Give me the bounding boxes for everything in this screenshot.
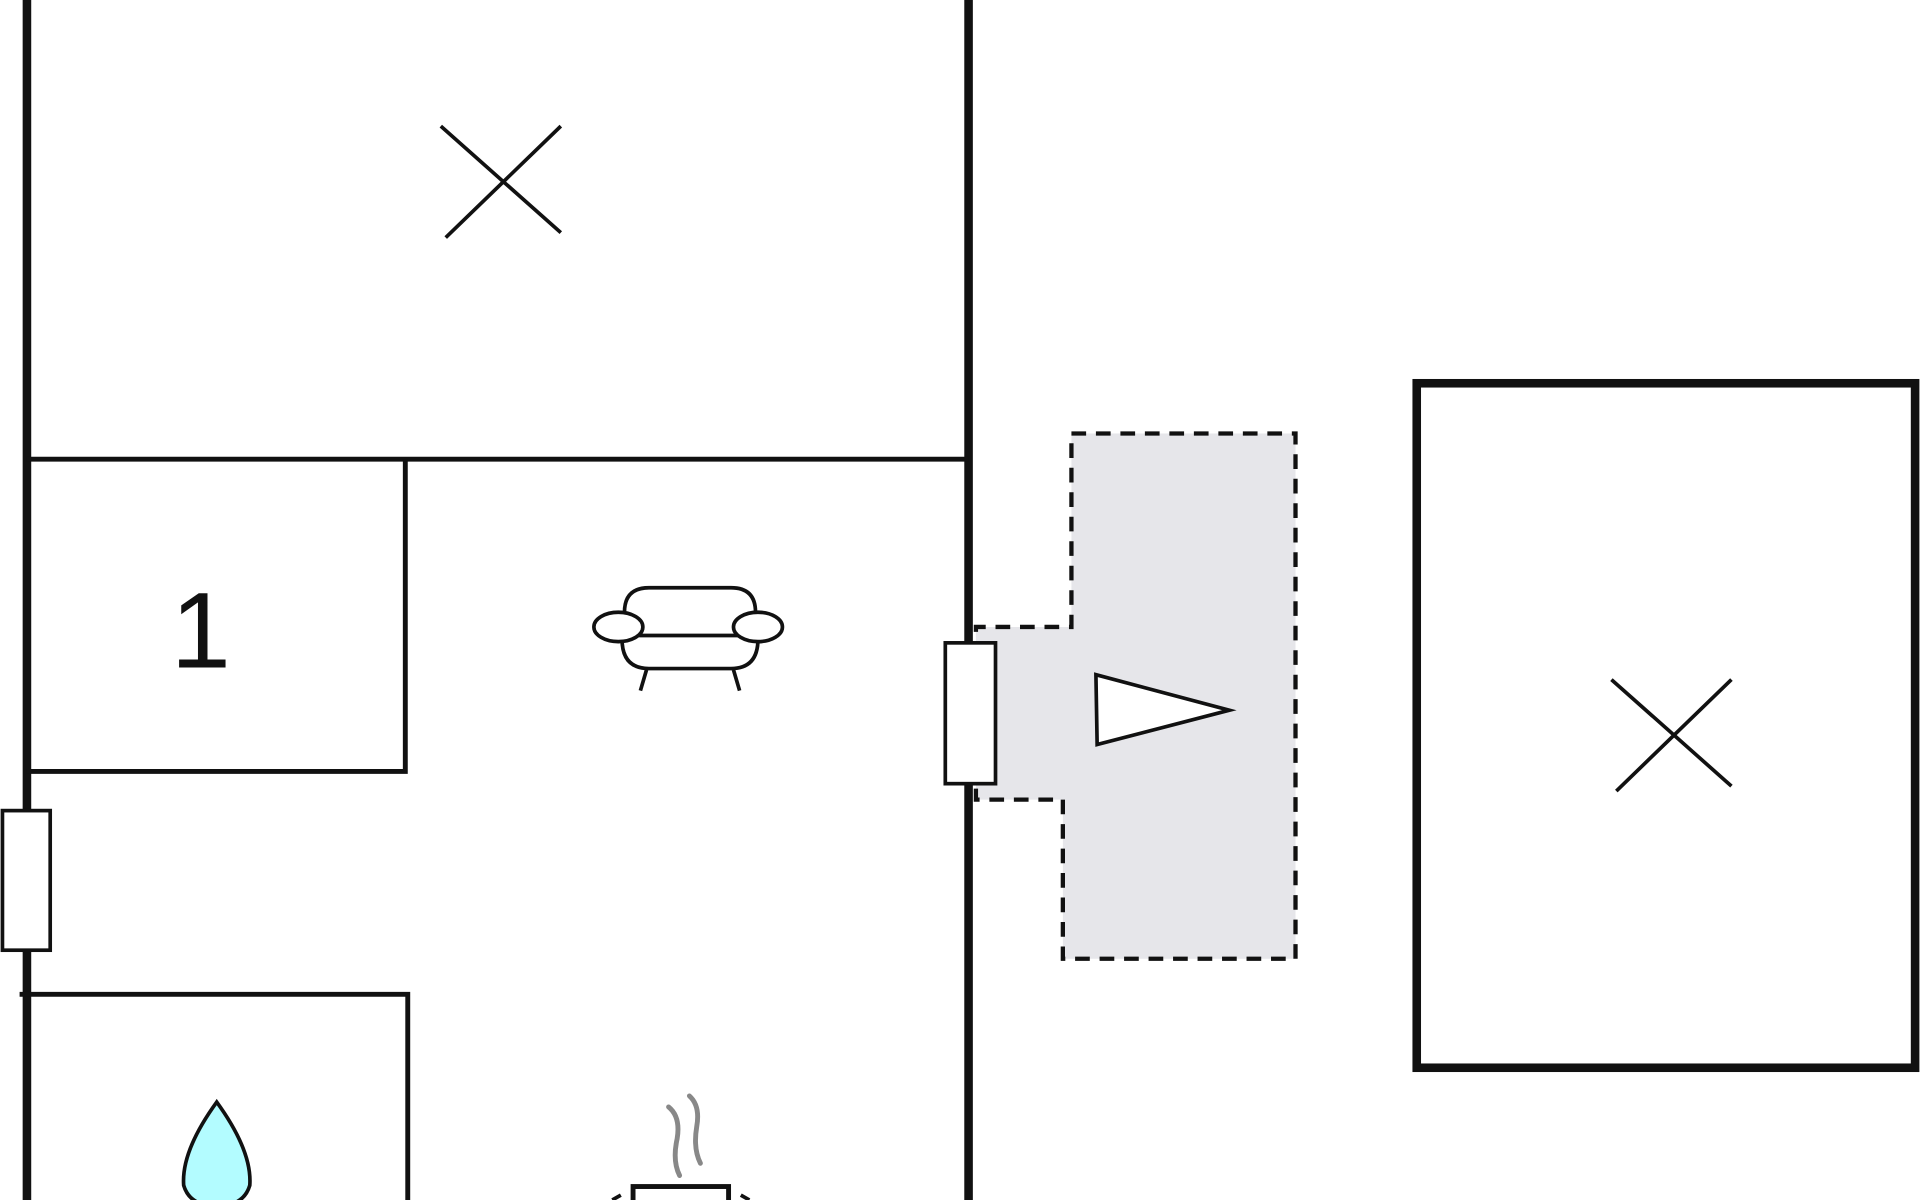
door-left [0, 808, 53, 953]
exterior-walls [22, 0, 973, 1200]
kitchen-pot-icon [611, 1093, 751, 1200]
sofa-icon [592, 585, 785, 692]
door-terrace [943, 641, 998, 786]
annex-building [1412, 378, 1920, 1073]
water-drop-icon [181, 1098, 252, 1200]
interior-walls [19, 456, 969, 1200]
entrance-arrow-icon [1094, 672, 1237, 747]
bedroom-cross-icon [439, 124, 563, 239]
annex-cross-icon [1610, 678, 1733, 793]
room-number-label: 1 [171, 569, 231, 690]
